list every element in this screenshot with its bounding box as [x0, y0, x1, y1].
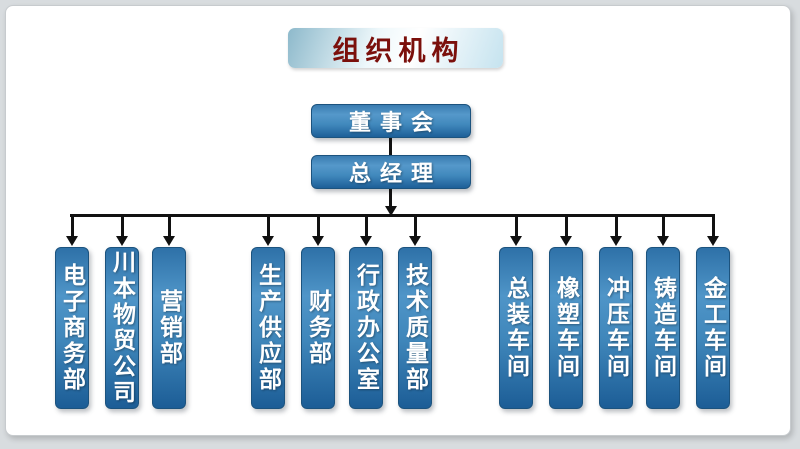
connector-drop	[267, 217, 270, 237]
connector-drop	[565, 217, 568, 237]
chart-title: 组织机构	[332, 35, 465, 66]
arrow-down-icon	[360, 236, 372, 246]
dept-node-label: 川本物贸公司	[109, 250, 136, 406]
arrow-down-icon	[707, 236, 719, 246]
arrow-down-icon	[560, 236, 572, 246]
org-node-general-manager: 总经理	[311, 155, 471, 189]
dept-node-label: 金工车间	[700, 276, 727, 380]
arrow-down-icon	[163, 236, 175, 246]
connector-drop	[168, 217, 171, 237]
connector-drop	[317, 217, 320, 237]
arrow-down-icon	[510, 236, 522, 246]
chart-title-banner: 组织机构	[288, 28, 503, 68]
dept-node: 橡塑车间	[549, 247, 583, 409]
arrow-down-icon	[262, 236, 274, 246]
connector-drop	[662, 217, 665, 237]
connector-board-manager	[389, 138, 392, 155]
dept-node: 行政办公室	[349, 247, 383, 409]
dept-node-label: 营销部	[156, 289, 183, 367]
dept-node-label: 冲压车间	[603, 276, 630, 380]
dept-node: 川本物贸公司	[105, 247, 139, 409]
connector-drop	[515, 217, 518, 237]
dept-node-label: 电子商务部	[59, 263, 86, 393]
dept-node: 金工车间	[696, 247, 730, 409]
connector-drop	[414, 217, 417, 237]
connector-bus	[70, 214, 715, 217]
dept-node-label: 生产供应部	[255, 263, 282, 393]
arrow-down-icon	[312, 236, 324, 246]
dept-node-label: 铸造车间	[650, 276, 677, 380]
dept-node-label: 橡塑车间	[553, 276, 580, 380]
dept-node: 总装车间	[499, 247, 533, 409]
org-node-board: 董事会	[311, 104, 471, 138]
dept-node-label: 技术质量部	[402, 263, 429, 393]
arrow-down-icon	[610, 236, 622, 246]
arrow-down-icon	[409, 236, 421, 246]
dept-node-label: 财务部	[305, 289, 332, 367]
org-node-board-label: 董事会	[348, 110, 442, 135]
dept-node: 生产供应部	[251, 247, 285, 409]
dept-node-label: 总装车间	[503, 276, 530, 380]
dept-node: 技术质量部	[398, 247, 432, 409]
dept-node: 电子商务部	[55, 247, 89, 409]
connector-manager-stem	[389, 189, 392, 207]
dept-node: 铸造车间	[646, 247, 680, 409]
dept-node: 财务部	[301, 247, 335, 409]
connector-drop	[615, 217, 618, 237]
arrow-down-icon	[116, 236, 128, 246]
connector-drop	[712, 217, 715, 237]
connector-drop	[121, 217, 124, 237]
connector-drop	[71, 217, 74, 237]
connector-drop	[365, 217, 368, 237]
dept-node: 冲压车间	[599, 247, 633, 409]
arrow-down-icon	[66, 236, 78, 246]
dept-node: 营销部	[152, 247, 186, 409]
arrow-down-icon	[657, 236, 669, 246]
arrow-down-icon	[385, 206, 397, 216]
dept-node-label: 行政办公室	[353, 263, 380, 393]
org-node-general-manager-label: 总经理	[348, 161, 442, 186]
